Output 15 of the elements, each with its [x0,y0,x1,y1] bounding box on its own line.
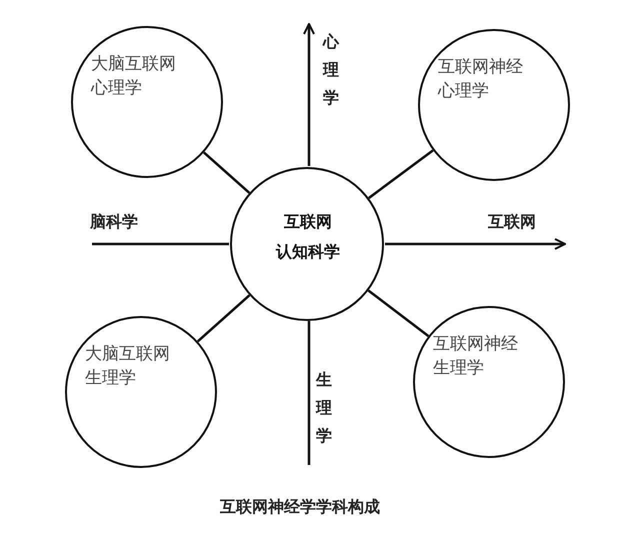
axis-label: 生理学 [316,369,333,447]
node-label: 互联网神经生理学 [433,333,519,380]
axis-label: 脑科学 [90,212,138,233]
node-label: 认知科学 [274,241,341,263]
node-label: 互联网 [283,211,333,233]
connector-line [368,290,430,338]
node-label: 互联网神经心理学 [438,56,524,103]
connector-line [196,294,250,342]
connector-line [203,152,250,194]
connector-line [368,149,434,200]
axis-label: 心理学 [323,31,340,109]
node-label: 大脑互联网心理学 [91,53,177,100]
axis-label: 互联网 [488,212,536,233]
caption: 互联网神经学学科构成 [220,497,380,518]
node-label: 大脑互联网生理学 [85,343,171,390]
